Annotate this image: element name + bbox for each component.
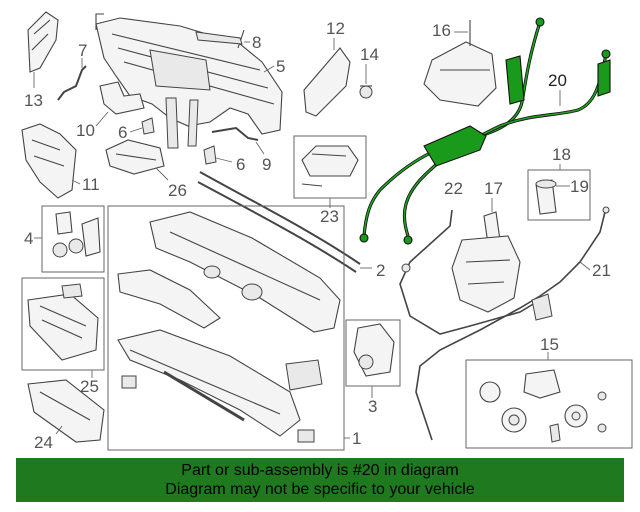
- part-15-box: [465, 359, 633, 449]
- part-26-tray[interactable]: [105, 139, 165, 175]
- banner-line-2: Diagram may not be specific to your vehi…: [165, 481, 475, 498]
- part-25-box: [21, 277, 105, 371]
- leader-26: [155, 167, 169, 181]
- leader-5: [263, 65, 275, 73]
- part-7-bracket[interactable]: [57, 65, 87, 101]
- part-25-glove-box[interactable]: [27, 283, 99, 361]
- part-17-shifter-assembly[interactable]: [451, 211, 521, 313]
- part-20-shift-cable-assembly[interactable]: [359, 17, 611, 245]
- leader-6b: [215, 157, 233, 163]
- callout-26: 26: [168, 181, 187, 200]
- callout-23: 23: [320, 207, 339, 226]
- part-6-clip-a[interactable]: [141, 117, 155, 135]
- part-24-lower-panel[interactable]: [27, 379, 105, 443]
- part-12-panel[interactable]: [303, 47, 351, 117]
- parts-diagram: 13 7 5 8 10 6 11 26: [21, 11, 633, 452]
- callout-19: 19: [570, 177, 589, 196]
- part-19-shift-knob[interactable]: [535, 179, 557, 215]
- callout-21: 21: [592, 261, 611, 280]
- part-2-molding[interactable]: [197, 171, 361, 273]
- dashboard-frame[interactable]: [95, 13, 283, 149]
- callout-13: 13: [24, 91, 43, 110]
- callout-18: 18: [552, 145, 571, 164]
- callout-6b: 6: [236, 155, 245, 174]
- part-3-box: [345, 319, 401, 387]
- banner-line-1: Part or sub-assembly is #20 in diagram: [181, 462, 459, 479]
- callout-14: 14: [360, 45, 379, 64]
- callout-11: 11: [82, 175, 100, 194]
- callout-12: 12: [326, 19, 345, 38]
- info-banner: Part or sub-assembly is #20 in diagram D…: [16, 458, 624, 502]
- leader-6a: [129, 127, 143, 133]
- callout-24: 24: [34, 433, 53, 452]
- part-22-cable[interactable]: [399, 209, 541, 335]
- callout-10: 10: [76, 121, 95, 140]
- part-21-cable[interactable]: [415, 206, 610, 441]
- part-10-bracket[interactable]: [99, 81, 145, 115]
- callout-17: 17: [484, 179, 503, 198]
- leader-11: [71, 179, 81, 185]
- leader-9: [255, 141, 265, 155]
- part-23-cluster-hood[interactable]: [301, 145, 359, 187]
- part-14-clip[interactable]: [359, 85, 373, 99]
- part-15-console-parts[interactable]: [479, 369, 607, 443]
- part-11-side-trim[interactable]: [21, 123, 77, 199]
- callout-25: 25: [80, 377, 99, 396]
- callout-4: 4: [24, 229, 33, 248]
- callout-5: 5: [276, 57, 285, 76]
- leader-10: [95, 111, 109, 127]
- callout-9: 9: [262, 155, 271, 174]
- part-4-box: [41, 205, 105, 273]
- part-16-shifter-base[interactable]: [423, 20, 497, 107]
- part-13-side-panel[interactable]: [27, 11, 59, 73]
- callout-16: 16: [432, 21, 451, 40]
- callout-3: 3: [368, 397, 377, 416]
- part-8-strip[interactable]: [195, 31, 243, 45]
- part-4-vents[interactable]: [52, 211, 101, 258]
- part-18-box: [527, 169, 591, 221]
- part-3-side-vent[interactable]: [353, 323, 395, 377]
- callout-22: 22: [444, 179, 463, 198]
- callout-20: 20: [548, 71, 567, 90]
- callout-8: 8: [252, 33, 261, 52]
- callout-15: 15: [540, 335, 559, 354]
- callout-7: 7: [78, 41, 87, 60]
- leader-24: [55, 425, 63, 435]
- part-6-clip-b[interactable]: [203, 145, 217, 165]
- leader-21: [579, 261, 591, 271]
- callout-2: 2: [376, 261, 385, 280]
- part-9-bracket[interactable]: [211, 126, 259, 141]
- callout-1: 1: [352, 429, 361, 448]
- callout-6a: 6: [118, 123, 127, 142]
- part-1-box: [107, 205, 345, 451]
- part-1-instrument-panel[interactable]: [117, 211, 341, 443]
